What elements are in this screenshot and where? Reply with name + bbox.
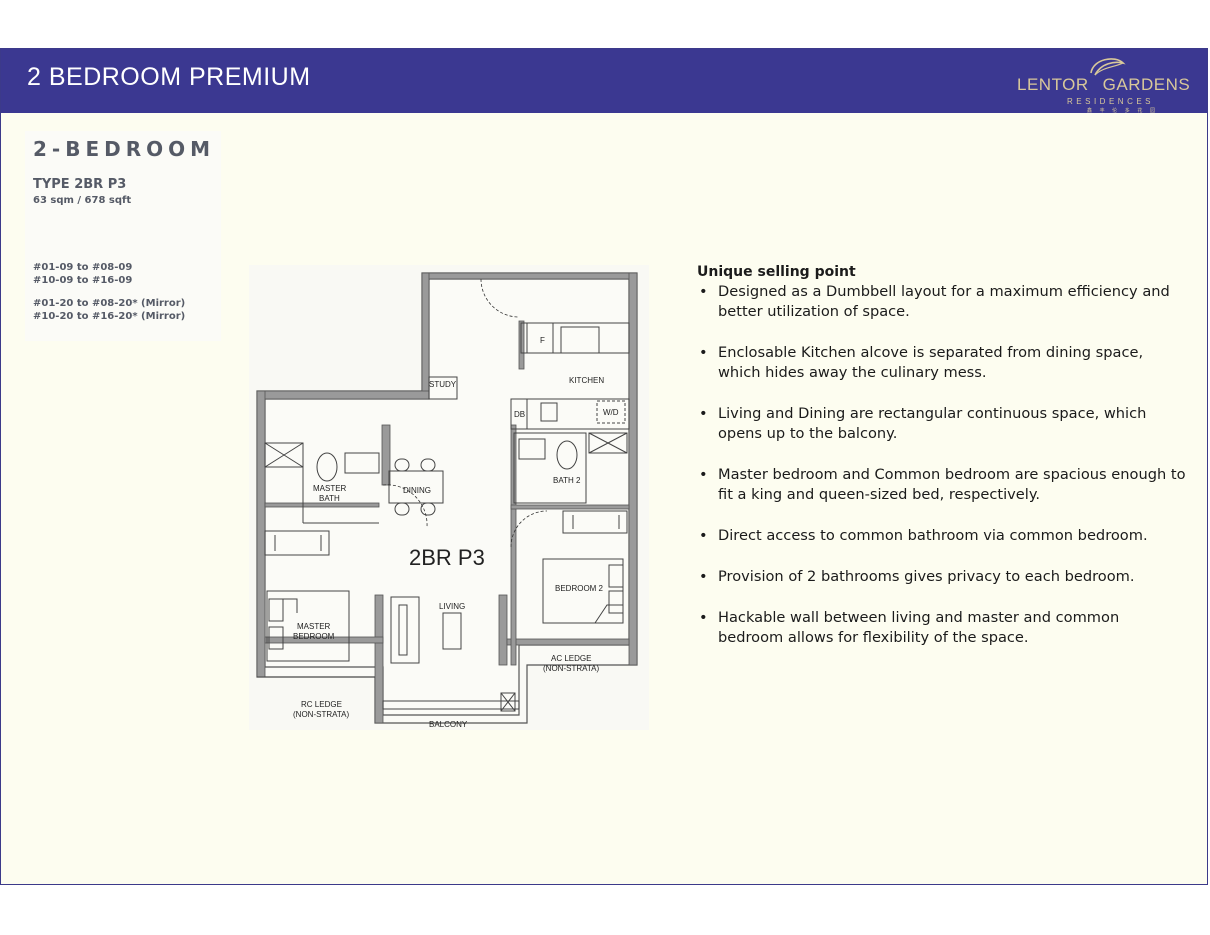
logo-text-left: LENTOR bbox=[1017, 75, 1089, 94]
room-label-study: STUDY bbox=[429, 380, 457, 389]
appliance-label-db: DB bbox=[514, 410, 525, 419]
unit-info-panel: 2-BEDROOM TYPE 2BR P3 63 sqm / 678 sqft … bbox=[25, 131, 221, 341]
bullet-icon: • bbox=[699, 527, 708, 544]
unit-area: 63 sqm / 678 sqft bbox=[33, 195, 132, 206]
list-item: •Direct access to common bathroom via co… bbox=[699, 527, 1148, 544]
logo-subtitle: RESIDENCES bbox=[1067, 97, 1155, 106]
unit-stack: #10-20 to #16-20* (Mirror) bbox=[33, 311, 186, 322]
room-label-master-bedroom-2: BEDROOM bbox=[293, 632, 335, 641]
list-item: •Master bedroom and Common bedroom are s… bbox=[699, 466, 1186, 503]
plan-name: 2BR P3 bbox=[409, 545, 485, 570]
list-item: •Enclosable Kitchen alcove is separated … bbox=[699, 344, 1144, 381]
bullet-icon: • bbox=[699, 283, 708, 300]
room-label-rc-ledge: RC LEDGE bbox=[301, 700, 342, 709]
logo-text-right: GARDENS bbox=[1102, 75, 1191, 94]
appliance-label-fridge: F bbox=[540, 336, 545, 345]
room-label-dining: DINING bbox=[403, 486, 431, 495]
page-title: 2 BEDROOM PREMIUM bbox=[27, 63, 311, 91]
room-label-balcony: BALCONY bbox=[429, 720, 468, 729]
unit-stack: #01-20 to #08-20* (Mirror) bbox=[33, 298, 186, 309]
floor-plan: STUDY KITCHEN F DB W/D MASTER BATH DININ… bbox=[249, 265, 649, 730]
room-label-master-bedroom: MASTER bbox=[297, 622, 331, 631]
unit-stack: #01-09 to #08-09 bbox=[33, 262, 133, 273]
brochure-page: 2 BEDROOM PREMIUM LENTOR GARDENS RESIDENC… bbox=[0, 48, 1208, 885]
list-item: •Designed as a Dumbbell layout for a max… bbox=[699, 283, 1170, 320]
room-label-living: LIVING bbox=[439, 602, 465, 611]
room-label-master-bath: MASTER bbox=[313, 484, 347, 493]
appliance-label-wd: W/D bbox=[603, 408, 619, 417]
room-label-master-bath-2: BATH bbox=[319, 494, 340, 503]
room-label-kitchen: KITCHEN bbox=[569, 376, 604, 385]
room-label-bath2: BATH 2 bbox=[553, 476, 581, 485]
room-label-ac-ledge: AC LEDGE bbox=[551, 654, 591, 663]
list-item: •Living and Dining are rectangular conti… bbox=[699, 405, 1147, 442]
logo-chinese-text: 鑫 丰 伦 多 花 园 bbox=[1087, 108, 1158, 114]
unit-stack-list: #01-09 to #08-09 #10-09 to #16-09 #01-20… bbox=[33, 261, 185, 323]
list-item: •Provision of 2 bathrooms gives privacy … bbox=[699, 568, 1135, 585]
bullet-icon: • bbox=[699, 466, 708, 483]
floor-plan-drawing: STUDY KITCHEN F DB W/D MASTER BATH DININ… bbox=[256, 272, 638, 729]
header-bar: 2 BEDROOM PREMIUM LENTOR GARDENS RESIDENC… bbox=[1, 49, 1207, 114]
bullet-icon: • bbox=[699, 609, 708, 626]
bullet-icon: • bbox=[699, 405, 708, 422]
room-label-bedroom2: BEDROOM 2 bbox=[555, 584, 604, 593]
bullet-icon: • bbox=[699, 568, 708, 585]
usp-section: Unique selling point •Designed as a Dumb… bbox=[697, 264, 1187, 669]
usp-list: •Designed as a Dumbbell layout for a max… bbox=[697, 282, 1187, 648]
brand-logo: LENTOR GARDENS RESIDENCES 鑫 丰 伦 多 花 园 bbox=[1009, 53, 1199, 114]
bullet-icon: • bbox=[699, 344, 708, 361]
room-label-rc-ledge-2: (NON-STRATA) bbox=[293, 710, 349, 719]
room-label-ac-ledge-2: (NON-STRATA) bbox=[543, 664, 599, 673]
leaf-emblem-icon bbox=[1090, 58, 1126, 76]
unit-stack: #10-09 to #16-09 bbox=[33, 275, 133, 286]
usp-title: Unique selling point bbox=[697, 264, 856, 280]
unit-type: TYPE 2BR P3 bbox=[33, 177, 127, 192]
unit-heading: 2-BEDROOM bbox=[33, 137, 216, 161]
list-item: •Hackable wall between living and master… bbox=[699, 609, 1120, 646]
